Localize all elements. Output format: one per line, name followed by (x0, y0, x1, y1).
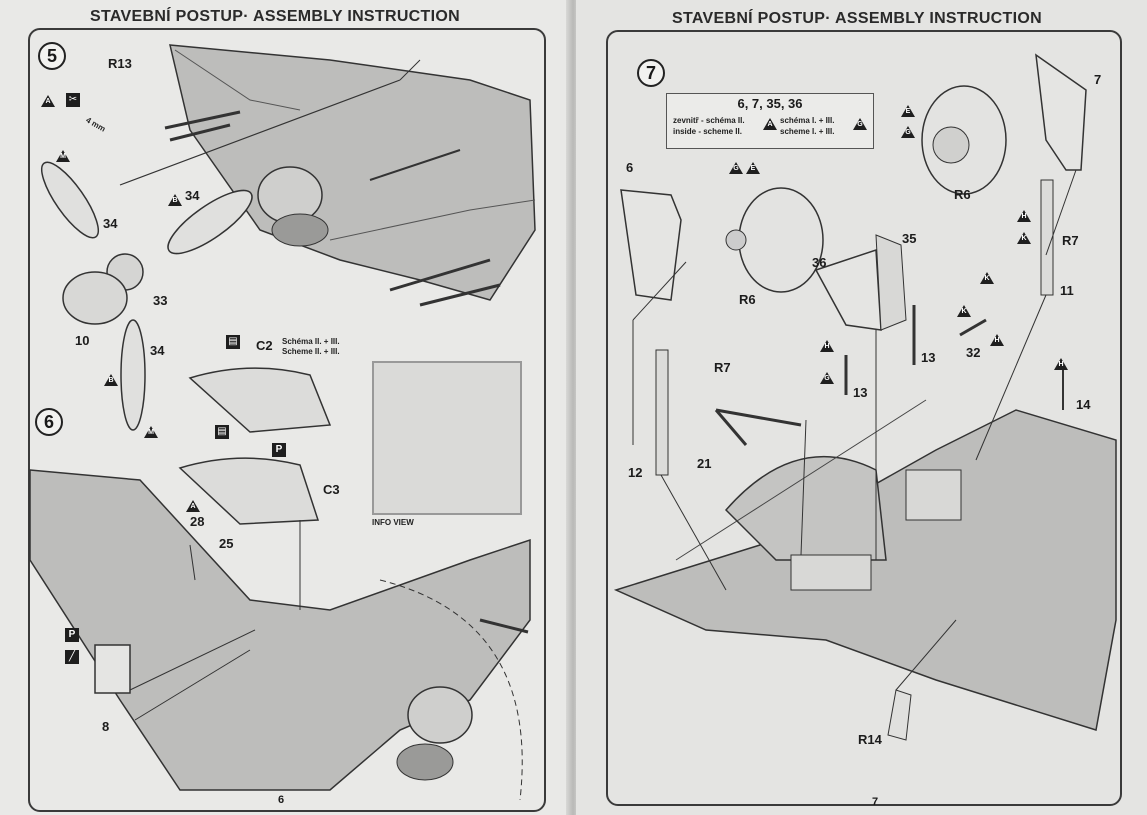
part-label-12: 12 (628, 465, 643, 480)
step-5-number: 5 (38, 42, 66, 70)
step-7-number: 7 (637, 59, 665, 87)
legend-row1-left: zevnitř - schéma II. (673, 116, 745, 125)
glue-icon: P (272, 443, 286, 457)
triangle-marker-icon: B (168, 194, 182, 206)
part-label-r6-right: R6 (954, 187, 971, 202)
page-header: STAVEBNÍ POSTUP· ASSEMBLY INSTRUCTION (90, 8, 460, 25)
triangle-marker-icon: H (1017, 210, 1031, 222)
part-label-r7-left: R7 (714, 360, 731, 375)
triangle-marker-icon: G (820, 372, 834, 384)
part-label-34a: 34 (185, 188, 200, 203)
part-label-7: 7 (1094, 72, 1102, 87)
scheme-en: Scheme II. + III. (282, 347, 340, 356)
part-label-r13: R13 (108, 56, 132, 71)
paint-icon: ╱ (65, 650, 79, 664)
legend-row2-left: inside - scheme II. (673, 127, 742, 136)
assembly-drawing-right (613, 53, 1117, 741)
glue-icon: P (65, 628, 79, 642)
triangle-marker-icon: M (144, 426, 158, 438)
legend-row2-right: scheme I. + III. (780, 127, 835, 136)
triangle-marker-icon: M (56, 150, 70, 162)
part-label-r14: R14 (858, 732, 882, 747)
triangle-marker-icon: G (901, 126, 915, 138)
part-label-r6-left: R6 (739, 292, 756, 307)
page-number: 7 (872, 796, 879, 808)
part-label-13b: 13 (853, 385, 868, 400)
triangle-marker-icon: K (980, 272, 994, 284)
triangle-marker-icon: H (820, 340, 834, 352)
part-label-33: 33 (153, 293, 168, 308)
part-label-32: 32 (966, 345, 981, 360)
part-label-10: 10 (75, 333, 90, 348)
instruction-frame (606, 30, 1122, 806)
part-label-21: 21 (697, 456, 712, 471)
part-label-8: 8 (102, 719, 110, 734)
part-label-c3: C3 (323, 482, 340, 497)
info-view-box (372, 361, 522, 515)
triangle-marker-icon: A (763, 118, 777, 130)
triangle-marker-icon: K (1017, 232, 1031, 244)
instruction-frame (28, 28, 546, 812)
triangle-marker-icon: A (41, 95, 55, 107)
paint-icon: ▤ (226, 335, 240, 349)
part-label-6: 6 (626, 160, 634, 175)
triangle-marker-icon: K (957, 305, 971, 317)
triangle-marker-icon: G (853, 118, 867, 130)
triangle-marker-icon: G (729, 162, 743, 174)
legend-row1-right: schéma I. + III. (780, 116, 835, 125)
cut-icon: ✂ (66, 93, 80, 107)
part-label-r7-right: R7 (1062, 233, 1079, 248)
triangle-marker-icon: H (990, 334, 1004, 346)
part-label-36: 36 (812, 255, 827, 270)
triangle-marker-icon: E (901, 105, 915, 117)
part-label-35: 35 (902, 231, 917, 246)
part-label-25: 25 (219, 536, 234, 551)
triangle-marker-icon: A (186, 500, 200, 512)
part-label-13a: 13 (921, 350, 936, 365)
part-label-34b: 34 (103, 216, 118, 231)
page-header: STAVEBNÍ POSTUP· ASSEMBLY INSTRUCTION (672, 10, 1042, 27)
part-label-c2: C2 (256, 338, 273, 353)
right-page: STAVEBNÍ POSTUP· ASSEMBLY INSTRUCTION (576, 0, 1147, 815)
triangle-marker-icon: E (746, 162, 760, 174)
info-view-label: INFO VIEW (372, 518, 414, 527)
page-number: 6 (278, 794, 285, 806)
paint-icon: ▤ (215, 425, 229, 439)
scheme-cz: Schéma II. + III. (282, 337, 340, 346)
left-page: STAVEBNÍ POSTUP· ASSEMBLY INSTRUCTION (0, 0, 570, 815)
part-label-11: 11 (1060, 283, 1074, 298)
part-label-28: 28 (190, 514, 205, 529)
assembly-drawing-left (29, 44, 536, 801)
part-label-34c: 34 (150, 343, 165, 358)
step-6-number: 6 (35, 408, 63, 436)
part-label-14: 14 (1076, 397, 1091, 412)
triangle-marker-icon: B (104, 374, 118, 386)
triangle-marker-icon: H (1054, 358, 1068, 370)
legend-title: 6, 7, 35, 36 (737, 96, 803, 111)
legend-box: 6, 7, 35, 36 zevnitř - schéma II. inside… (666, 93, 874, 149)
